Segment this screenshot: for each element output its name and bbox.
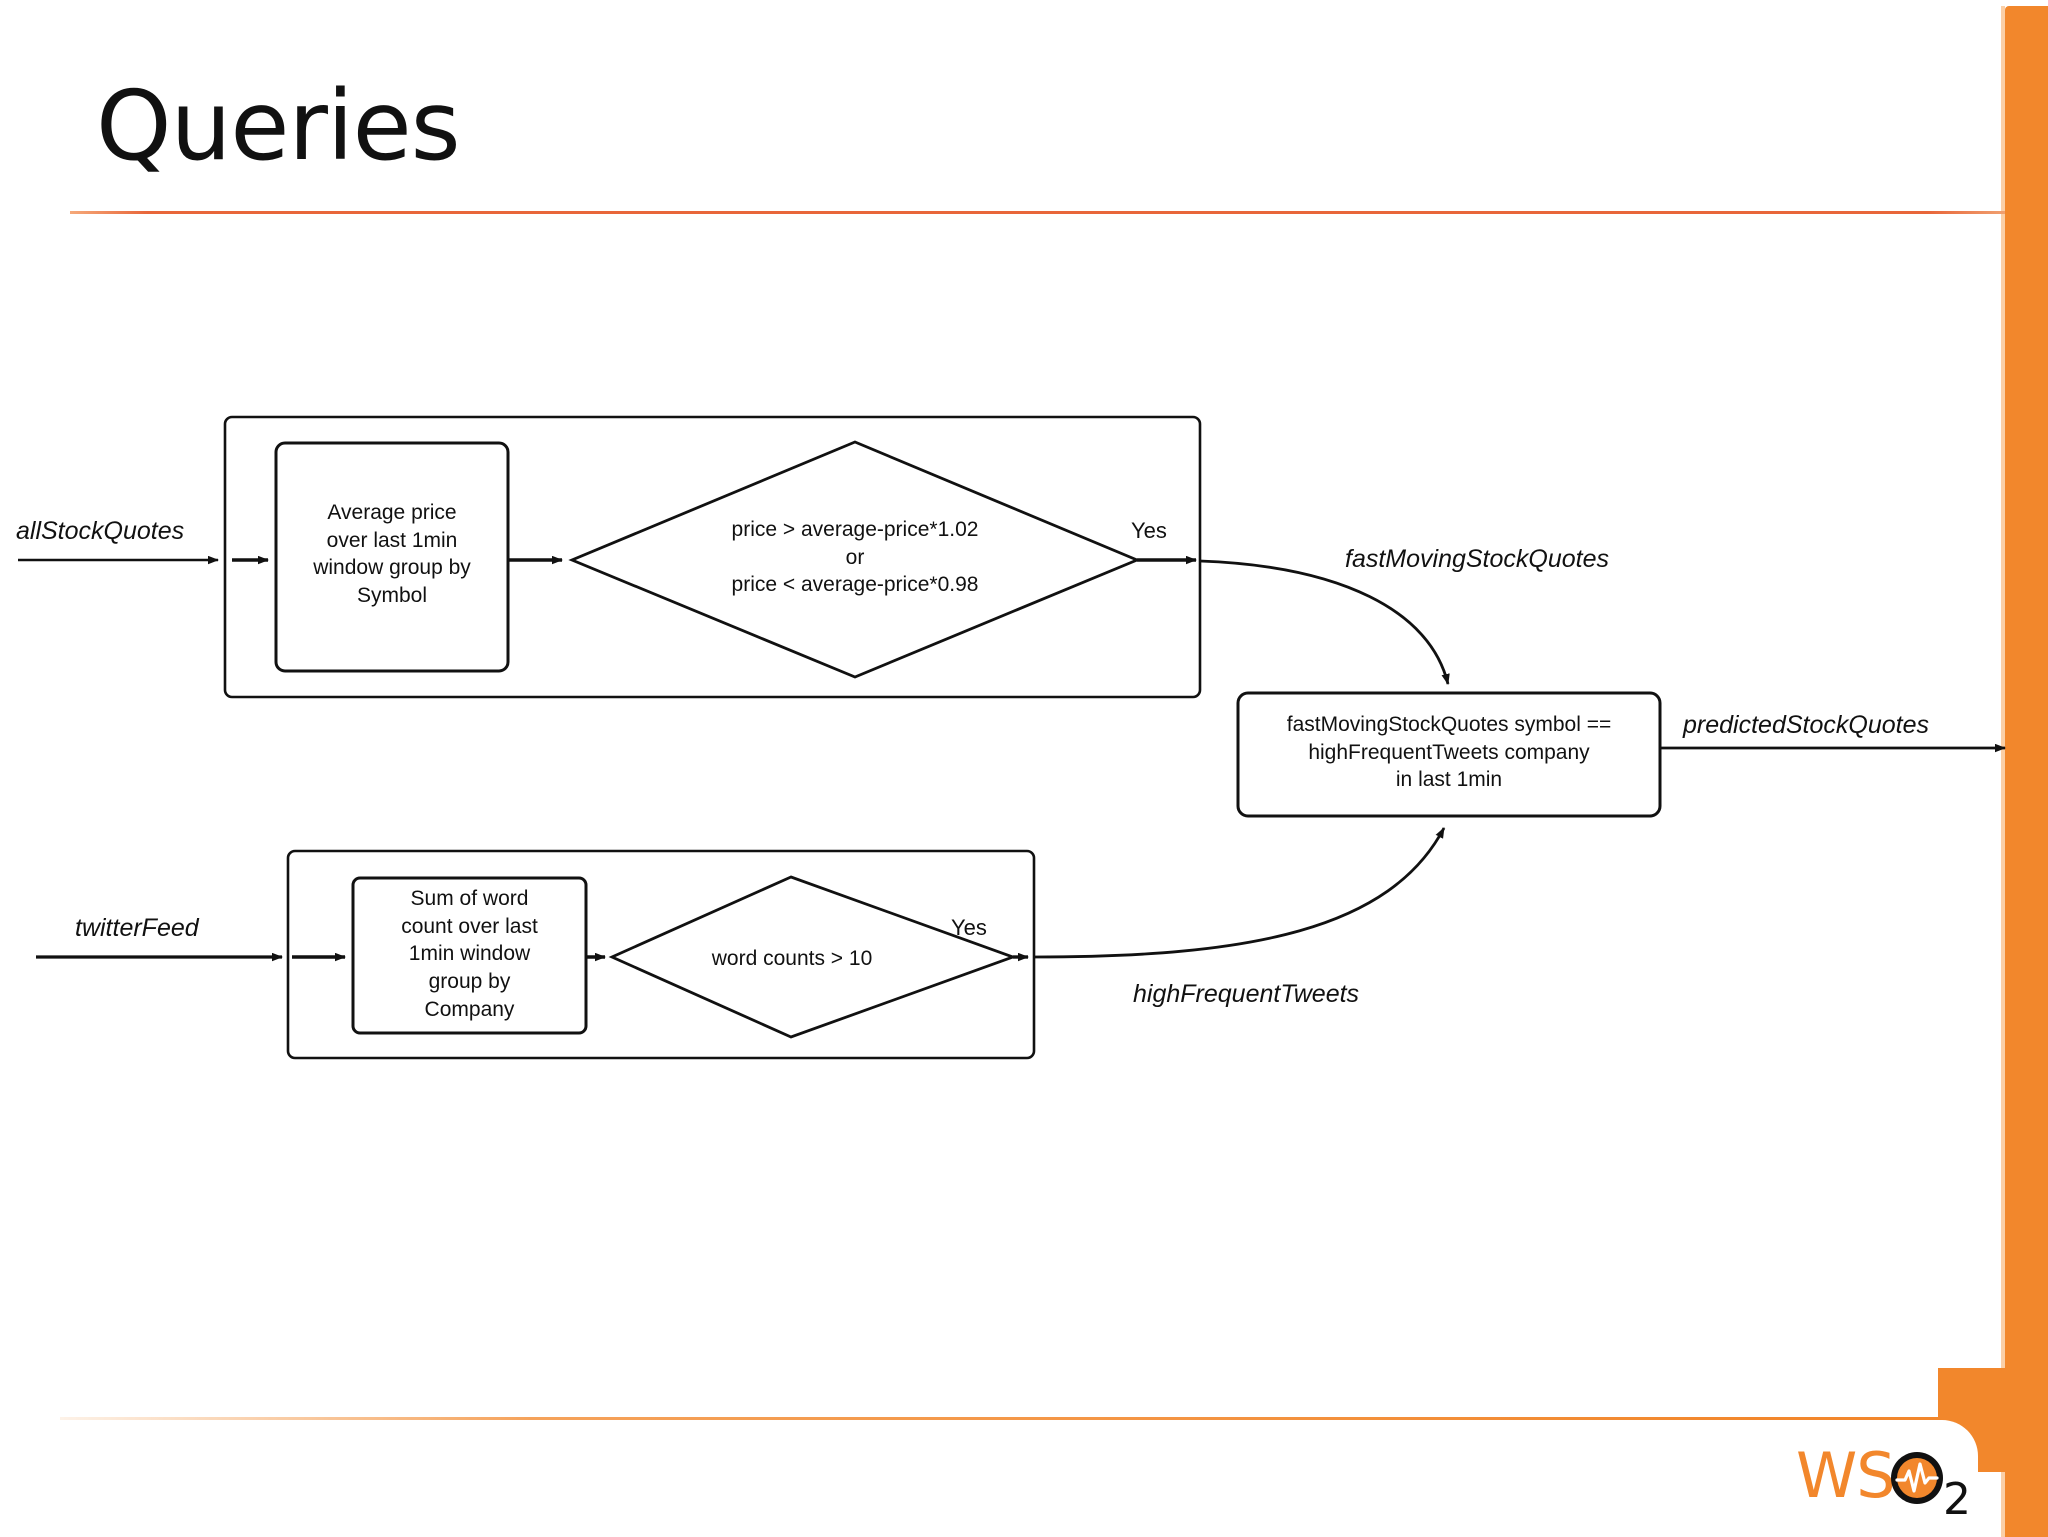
top-window-box <box>274 441 510 673</box>
bottom-query-container <box>286 849 1036 1060</box>
bottom-window-box-text: Sum of word count over last 1min window … <box>401 887 538 1021</box>
top-window-box-text: Average price over last 1min window grou… <box>313 501 471 608</box>
label-twitterfeed: twitterFeed <box>75 914 199 942</box>
top-filter-diamond <box>568 440 1141 679</box>
label-highfrequenttweets: highFrequentTweets <box>1133 980 1360 1008</box>
page-title: Queries <box>96 70 461 182</box>
join-box-text: fastMovingStockQuotes symbol == highFreq… <box>1286 713 1612 792</box>
svg-text:2: 2 <box>1943 1474 1971 1520</box>
top-filter-diamond-text: price > average-price*1.02 or price < av… <box>731 518 979 597</box>
label-predictedstockquotes: predictedStockQuotes <box>1683 711 1929 739</box>
right-accent-bar <box>2005 6 2048 1537</box>
wso2-logo: WS 2 <box>1796 1439 1971 1520</box>
title-underline-rule <box>70 211 2005 214</box>
footer-rule <box>60 1417 1950 1420</box>
bottom-branch-yes-label: Yes <box>951 915 987 940</box>
right-accent-bar-shadow <box>2001 6 2005 1537</box>
svg-text:WS: WS <box>1796 1439 1895 1512</box>
bottom-filter-diamond <box>608 875 1018 1039</box>
top-branch-yes-label: Yes <box>1131 518 1167 543</box>
top-query-container <box>223 415 1202 699</box>
footer-corner-notch <box>1936 1368 2008 1474</box>
label-fastmovingstockquotes: fastMovingStockQuotes <box>1345 545 1610 573</box>
join-box <box>1236 691 1662 818</box>
arrow-highfrequenttweets <box>1033 827 1446 959</box>
bottom-filter-diamond-text: word counts > 10 <box>711 947 873 970</box>
arrow-fastmovingstockquotes <box>1199 559 1450 685</box>
label-allstockquotes: allStockQuotes <box>16 517 185 545</box>
